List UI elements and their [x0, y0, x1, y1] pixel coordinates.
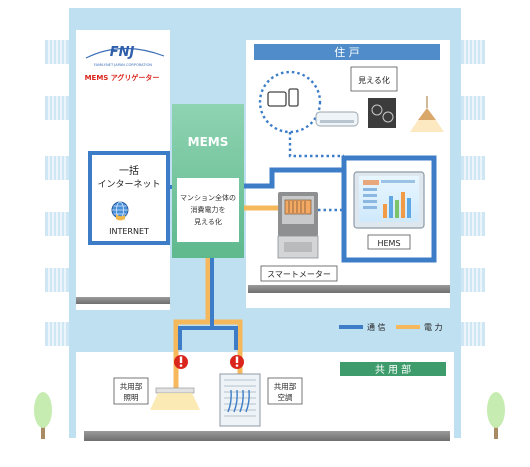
- warning-icon: [230, 355, 244, 369]
- ceiling-lamp-icon: [410, 96, 444, 132]
- internet-jp-line-1: 一括: [119, 164, 139, 177]
- internet-en-label: INTERNET: [109, 227, 149, 236]
- common-lighting-line-1: 共用部: [120, 381, 143, 391]
- legend-power-label: 電 力: [424, 322, 443, 332]
- hems-monitor-icon: [353, 171, 425, 229]
- common-ac-icon: [219, 373, 261, 427]
- mems-description-box: [177, 178, 239, 242]
- legend-communication-swatch: [339, 325, 363, 329]
- communication-dotted-lines: [258, 70, 344, 212]
- common-lighting-line-2: 照明: [124, 393, 139, 402]
- phone-icon: [267, 88, 299, 107]
- smart-meter-label: スマートメーター: [267, 270, 331, 279]
- fnj-logo: FNJ FAMILYNET JAPAN CORPORATION: [85, 45, 165, 67]
- common-area-floor: [84, 431, 450, 441]
- residence-floor: [248, 285, 450, 293]
- legend: 通 信 電 力: [339, 322, 443, 332]
- residence-header-bar: [254, 44, 440, 60]
- tree-icon: [487, 392, 505, 439]
- ceiling-light-icon: [150, 387, 200, 410]
- hems-label-box: [367, 234, 411, 250]
- globe-icon: [111, 201, 129, 221]
- common-ac-label-box: [267, 377, 303, 405]
- common-area-header: 共 用 部: [375, 363, 411, 376]
- warning-icon: [174, 355, 188, 369]
- air-conditioner-icon: [315, 111, 359, 127]
- mems-description-line-3: 見える化: [194, 217, 222, 226]
- internet-box: [88, 151, 170, 245]
- internet-jp-line-2: インターネット: [97, 179, 160, 190]
- common-lighting-label-box: [113, 377, 149, 405]
- residence-header: 住 戸: [334, 45, 360, 59]
- hems-label: HEMS: [377, 239, 400, 248]
- common-ac-line-1: 共用部: [274, 381, 297, 391]
- fnj-logo-subtext: FAMILYNET JAPAN CORPORATION: [94, 63, 152, 67]
- common-communication-lines: [178, 258, 238, 350]
- mems-label: MEMS: [188, 135, 229, 149]
- fnj-logo-text: FNJ: [110, 45, 135, 60]
- smart-meter-icon: [277, 192, 319, 259]
- legend-communication-label: 通 信: [367, 322, 386, 332]
- common-ac-line-2: 空調: [278, 392, 293, 402]
- mems-aggregator-label: MEMS アグリゲーター: [85, 73, 160, 82]
- communication-lines: [168, 167, 344, 189]
- building-window-lines: [48, 40, 482, 346]
- visualization-label-box: [350, 66, 398, 92]
- mems-description-line-1: マンション全体の: [180, 193, 236, 202]
- tree-icon: [34, 392, 52, 439]
- legend-power-swatch: [396, 325, 420, 329]
- aggregator-floor: [76, 297, 170, 304]
- visualization-label: 見える化: [358, 75, 390, 85]
- mems-description-line-2: 消費電力を: [191, 205, 226, 214]
- common-area-header-bar: [340, 362, 446, 376]
- smart-meter-label-box: [260, 265, 338, 282]
- ih-cooktop-icon: [368, 98, 396, 128]
